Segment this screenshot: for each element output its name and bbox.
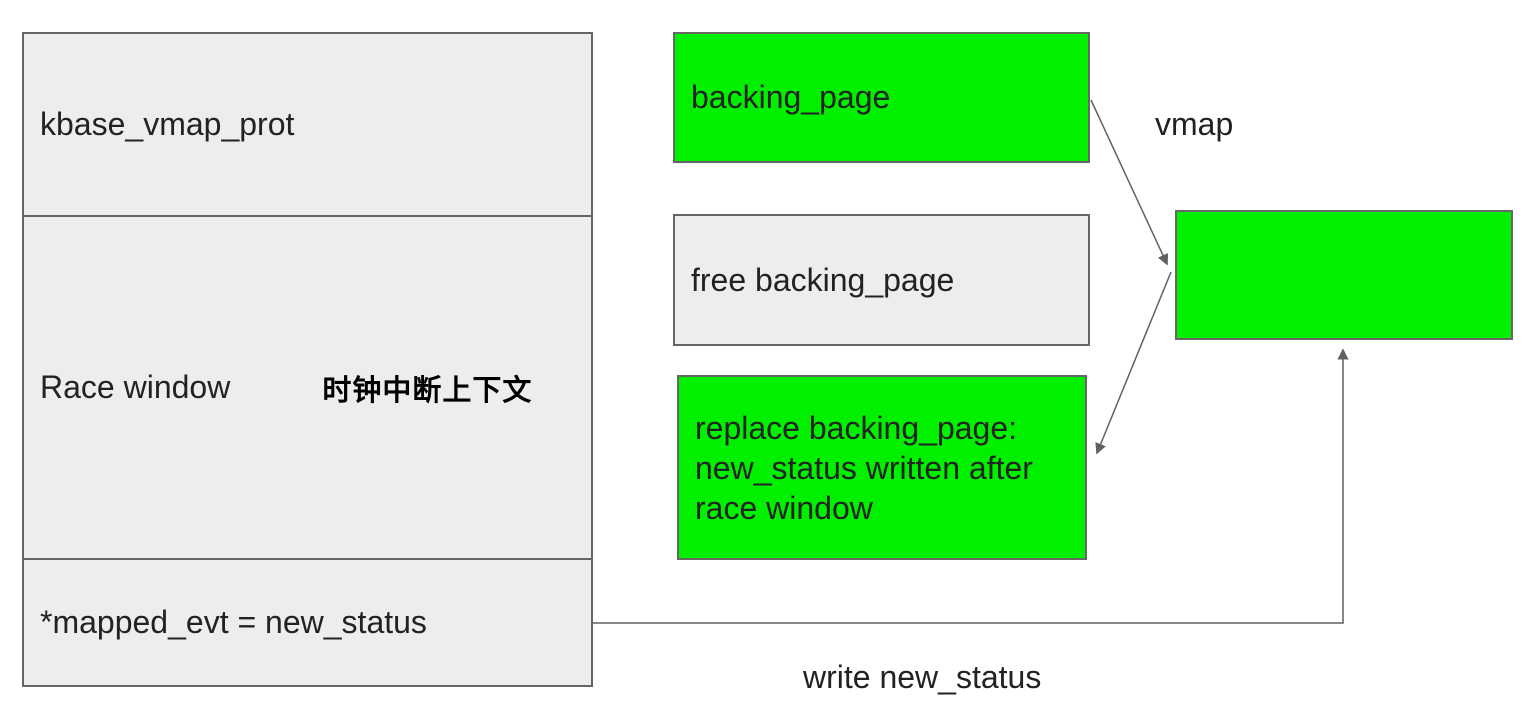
stack-section-mapped-evt: *mapped_evt = new_status bbox=[24, 558, 591, 685]
backing-page-node: backing_page bbox=[673, 32, 1090, 163]
clock-interrupt-context-annotation: 时钟中断上下文 bbox=[322, 374, 533, 407]
replace-backing-page-label: replace backing_page: new_status written… bbox=[695, 409, 1033, 526]
mapped-evt-label: *mapped_evt = new_status bbox=[40, 604, 427, 640]
backing-page-label: backing_page bbox=[691, 79, 891, 115]
kbase-vmap-prot-label: kbase_vmap_prot bbox=[40, 106, 295, 142]
vmap-target-node bbox=[1175, 210, 1513, 340]
free-backing-page-node: free backing_page bbox=[673, 214, 1090, 346]
stack-section-kbase-vmap-prot: kbase_vmap_prot bbox=[24, 34, 591, 215]
vmap-edge-label: vmap bbox=[1155, 106, 1234, 142]
edge-vmap-target-to-replace bbox=[1095, 271, 1172, 455]
stack-section-race-window: Race window 时钟中断上下文 bbox=[24, 215, 591, 558]
replace-backing-page-node: replace backing_page: new_status written… bbox=[677, 375, 1087, 560]
race-window-label: Race window bbox=[40, 369, 231, 405]
write-new-status-edge-label: write new_status bbox=[803, 659, 1042, 695]
execution-stack-box: kbase_vmap_prot Race window 时钟中断上下文 *map… bbox=[22, 32, 593, 687]
free-backing-page-label: free backing_page bbox=[691, 261, 955, 298]
